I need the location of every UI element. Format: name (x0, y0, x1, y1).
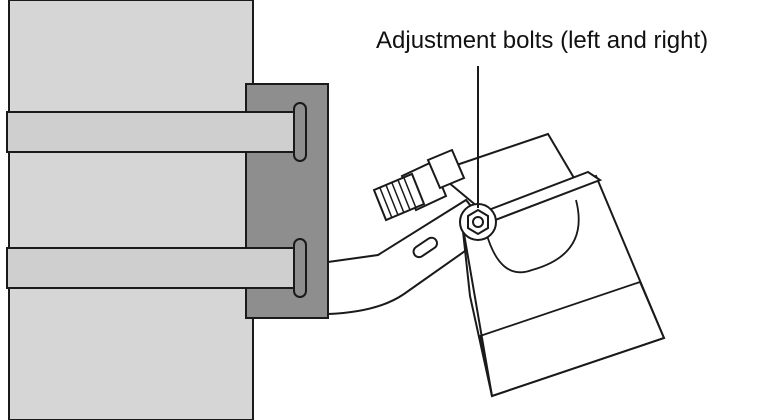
bracket-slot (412, 236, 438, 259)
upper-strap-band (6, 111, 305, 153)
pole (8, 0, 254, 420)
lower-strap-band (6, 247, 305, 289)
adjustment-bolt (459, 203, 497, 241)
lamp-reflector (485, 199, 580, 274)
upper-strap-slot (293, 102, 307, 162)
hinge-lug-top (426, 148, 466, 190)
threaded-cylinder (372, 172, 426, 222)
lamp-lens-bezel (478, 280, 666, 398)
callout-label: Adjustment bolts (left and right) (376, 27, 709, 54)
lower-strap-slot (293, 238, 307, 298)
